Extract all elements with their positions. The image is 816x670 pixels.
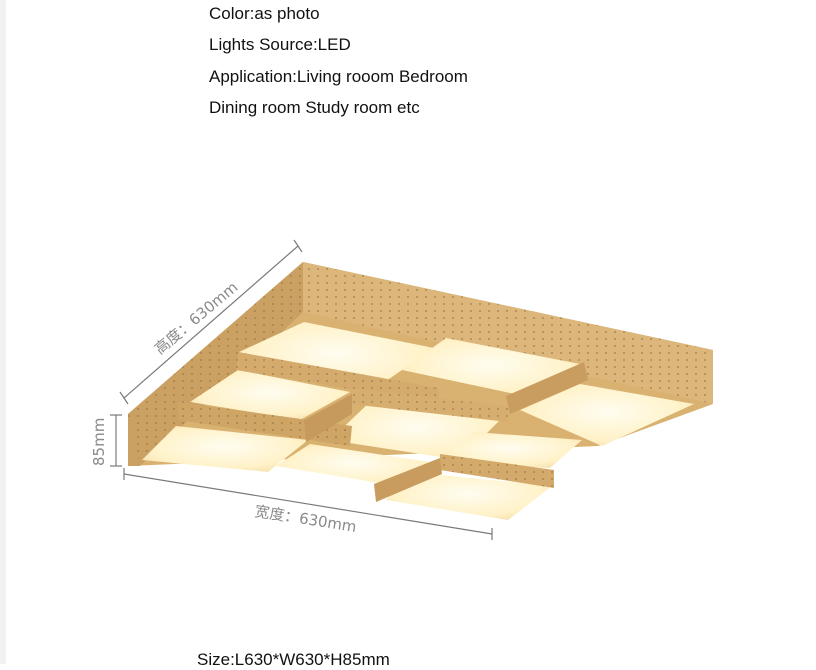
- panel-7: [276, 444, 430, 486]
- page-edge: [0, 0, 6, 664]
- panel-5: [520, 384, 694, 446]
- divider-d: [506, 362, 588, 414]
- spec-size: Size:L630*W630*H85mm: [197, 650, 390, 669]
- panel-1: [239, 322, 434, 392]
- length-dimension: [119, 239, 303, 405]
- panel-3: [190, 370, 350, 420]
- spec-light-source: Lights Source:LED: [209, 35, 351, 54]
- width-dimension: [123, 468, 493, 540]
- spec-application-rooms: Dining room Study room etc: [209, 98, 420, 117]
- spec-color: Color:as photo: [209, 4, 320, 23]
- height-dimension: [110, 414, 122, 467]
- spec-application: Application:Living rooom Bedroom: [209, 67, 468, 86]
- width-label: 宽度：630mm: [253, 502, 357, 536]
- panel-6: [142, 426, 308, 472]
- divider-f: [374, 458, 442, 502]
- panel-2: [402, 338, 580, 398]
- height-label: 85mm: [90, 418, 108, 466]
- panel-9: [386, 472, 552, 520]
- divider-g: [304, 394, 352, 442]
